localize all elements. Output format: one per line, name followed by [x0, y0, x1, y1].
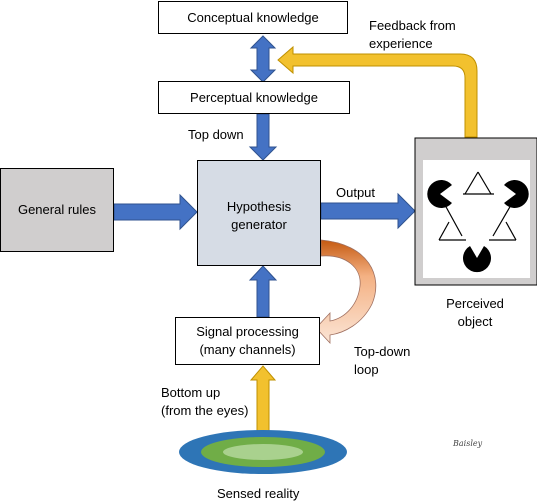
perceived-line-1: Perceived: [446, 296, 504, 311]
signal-processing-box: Signal processing (many channels): [175, 317, 320, 365]
top-down-loop-line-1: Top-down: [354, 344, 411, 359]
pacman-top-left: [427, 180, 452, 208]
knowledge-double-arrow: [249, 35, 277, 83]
signal-up-arrow: [248, 265, 278, 318]
perceived-object-label: Perceived object: [437, 295, 513, 331]
signal-line-1: Signal processing: [196, 324, 299, 339]
general-rules-label: General rules: [17, 202, 97, 217]
rules-arrow: [113, 193, 198, 231]
feedback-label: Feedback from experience: [369, 17, 456, 53]
bottom-up-arrow: [249, 365, 277, 441]
bottom-up-line-1: Bottom up: [161, 385, 221, 400]
feedback-line-1: Feedback from: [369, 18, 456, 33]
pacman-top-right: [504, 180, 529, 208]
author-signature: Baisley: [453, 439, 483, 448]
top-down-label: Top down: [188, 127, 244, 142]
sensed-reality-label: Sensed reality: [217, 486, 300, 501]
hypothesis-line-2: generator: [231, 217, 287, 232]
signal-line-2: (many channels): [199, 342, 296, 357]
conceptual-knowledge-label: Conceptual knowledge: [187, 9, 319, 25]
output-arrow: [320, 192, 416, 230]
general-rules-box: General rules: [0, 168, 114, 252]
kanizsa-triangle-icon: [427, 171, 529, 273]
feedback-line-2: experience: [369, 36, 433, 51]
conceptual-knowledge-box: Conceptual knowledge: [158, 1, 348, 34]
perceived-line-2: object: [457, 314, 493, 329]
bottom-up-label: Bottom up (from the eyes): [161, 384, 248, 420]
sensed-reality-inner: [223, 444, 303, 460]
top-down-loop-line-2: loop: [354, 362, 379, 377]
bottom-up-line-2: (from the eyes): [161, 403, 249, 418]
hypothesis-generator-box: Hypothesis generator: [197, 160, 321, 266]
top-down-arrow: [248, 113, 278, 161]
top-down-loop-arrow: [315, 239, 377, 345]
perceptual-knowledge-label: Perceptual knowledge: [190, 89, 318, 105]
output-label: Output: [336, 185, 376, 200]
feedback-arrow: [277, 45, 478, 138]
top-down-loop-label: Top-down loop: [354, 343, 410, 379]
pacman-bottom: [463, 246, 492, 273]
hypothesis-line-1: Hypothesis: [226, 199, 292, 214]
perceptual-knowledge-box: Perceptual knowledge: [158, 81, 350, 114]
